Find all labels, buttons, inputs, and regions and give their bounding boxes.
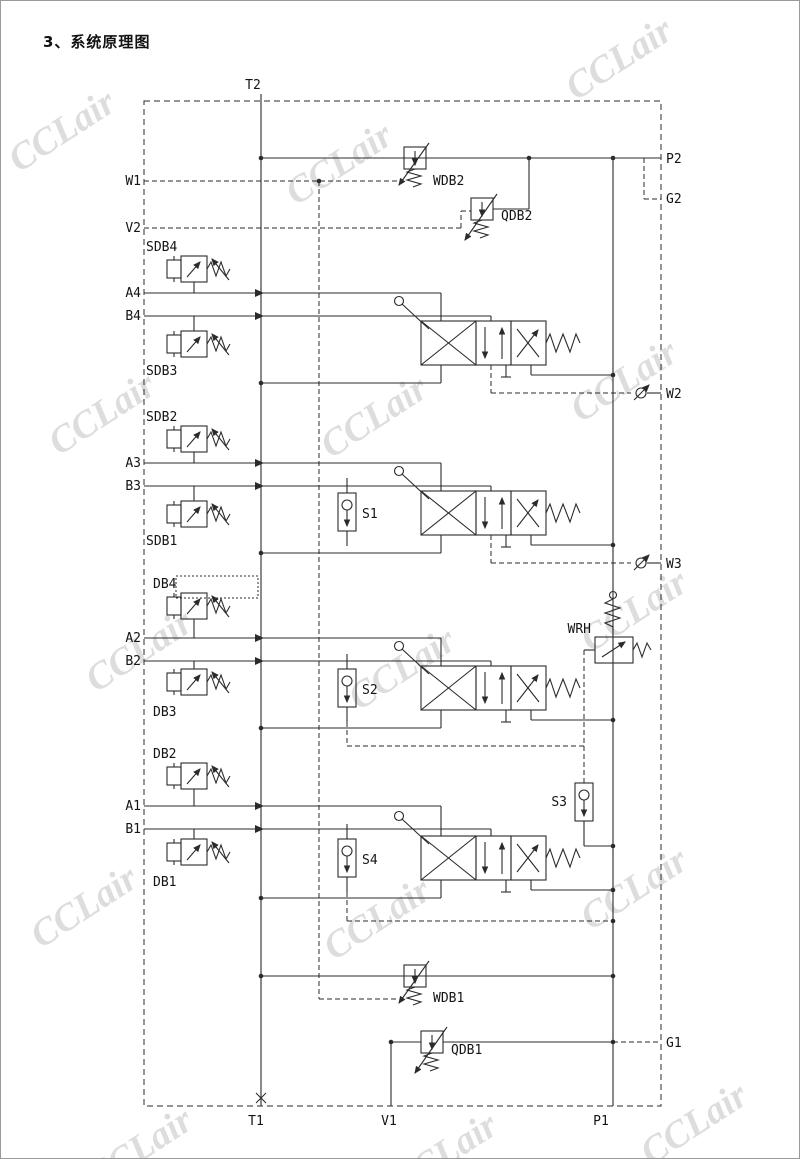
watermark-text: CCLair — [573, 560, 696, 660]
port-label-w2: W2 — [666, 387, 682, 402]
component-label-sdb3: SDB3 — [146, 364, 177, 379]
directional-valve-section-1 — [261, 806, 613, 922]
port-label-w3: W3 — [666, 557, 682, 572]
watermark-text: CCLair — [383, 1103, 506, 1159]
directional-valve-section-4 — [261, 293, 661, 400]
port-label-a1: A1 — [125, 799, 141, 814]
port-label-b3: B3 — [125, 479, 141, 494]
component-label-s3: S3 — [551, 795, 567, 810]
component-label-qdb1: QDB1 — [451, 1043, 482, 1058]
component-labels: SDB4 SDB3 SDB2 SDB1 DB4 DB3 DB2 DB1 WDB2… — [146, 174, 591, 1058]
pilot-valve-wdb1 — [398, 960, 430, 1006]
port-labels: T2 W1 V2 A4 B4 A3 B3 A2 B2 A1 B1 P2 G2 W… — [125, 78, 681, 1129]
component-label-wrh: WRH — [568, 622, 591, 637]
component-label-sdb4: SDB4 — [146, 240, 177, 255]
relief-valve-sdb4 — [167, 256, 230, 293]
check-valve-s3 — [575, 783, 613, 847]
port-label-g2: G2 — [666, 192, 682, 207]
watermark-text: CCLair — [278, 113, 401, 213]
component-label-sdb1: SDB1 — [146, 534, 177, 549]
watermark-text: CCLair — [78, 600, 201, 700]
component-label-db1: DB1 — [153, 875, 176, 890]
component-label-wdb2: WDB2 — [433, 174, 464, 189]
relief-valve-db4 — [167, 575, 259, 638]
relief-valve-db2 — [167, 763, 230, 806]
pilot-line-w1 — [316, 178, 397, 1000]
port-label-b4: B4 — [125, 309, 141, 324]
port-label-t2: T2 — [245, 78, 261, 93]
port-label-v1: V1 — [381, 1114, 397, 1129]
check-valve-s4 — [338, 824, 356, 892]
watermark-text: CCLair — [23, 856, 146, 956]
component-label-sdb2: SDB2 — [146, 410, 177, 425]
directional-valve-section-3 — [261, 463, 661, 570]
directional-valve-section-2 — [261, 638, 613, 747]
watermark-text: CCLair — [78, 1098, 201, 1159]
watermark-text: CCLair — [341, 618, 464, 718]
component-label-qdb2: QDB2 — [501, 209, 532, 224]
left-port-lines — [144, 180, 491, 833]
port-label-g1: G1 — [666, 1036, 682, 1051]
port-label-a2: A2 — [125, 631, 141, 646]
component-label-db4: DB4 — [153, 577, 177, 592]
watermark-text: CCLair — [563, 330, 686, 430]
relief-valve-db3 — [167, 661, 230, 695]
junction-dots — [258, 155, 616, 1045]
port-label-w1: W1 — [125, 174, 141, 189]
check-valve-s1 — [338, 478, 356, 546]
port-label-t1: T1 — [248, 1114, 264, 1129]
page-title: 3、系统原理图 — [43, 33, 151, 51]
port-label-b1: B1 — [125, 822, 141, 837]
t1-cross-mark — [255, 1092, 267, 1104]
port-label-a4: A4 — [125, 286, 141, 301]
pilot-valve-qdb2 — [464, 158, 530, 241]
wrh-valve — [583, 590, 652, 783]
component-label-db2: DB2 — [153, 747, 176, 762]
check-valve-s2 — [338, 654, 356, 722]
port-label-a3: A3 — [125, 456, 141, 471]
port-label-p1: P1 — [593, 1114, 609, 1129]
port-label-b2: B2 — [125, 654, 141, 669]
pilot-valve-wdb2 — [398, 142, 430, 188]
watermark-text: CCLair — [313, 366, 436, 466]
relief-valve-sdb2 — [167, 426, 230, 463]
port-label-p2: P2 — [666, 152, 682, 167]
component-label-s4: S4 — [362, 853, 378, 868]
trunk-lines — [260, 94, 661, 1106]
valve-block-boundary — [143, 100, 662, 1107]
watermark-text: CCLair — [573, 838, 696, 938]
port-label-v2: V2 — [125, 221, 141, 236]
component-label-s1: S1 — [362, 507, 378, 522]
watermark-text: CCLair — [1, 80, 124, 180]
relief-valve-sdb1 — [167, 486, 230, 527]
component-label-db3: DB3 — [153, 705, 176, 720]
component-label-s2: S2 — [362, 683, 378, 698]
watermark-text: CCLair — [316, 868, 439, 968]
relief-valve-db1 — [167, 829, 230, 865]
relief-valve-sdb3 — [167, 316, 230, 357]
watermark-text: CCLair — [558, 8, 681, 108]
pilot-valve-qdb1 — [414, 1026, 448, 1074]
component-label-wdb1: WDB1 — [433, 991, 464, 1006]
watermark-text: CCLair — [633, 1073, 756, 1159]
